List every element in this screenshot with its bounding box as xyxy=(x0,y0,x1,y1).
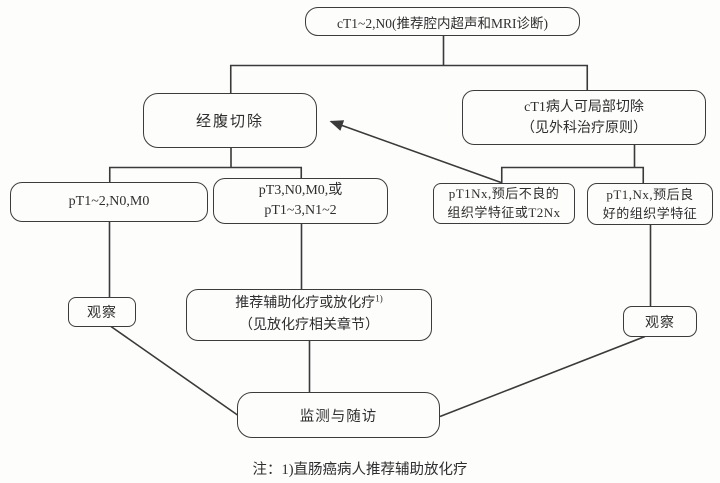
node-pt1nx-poor-line2: 组织学特征或T2Nx xyxy=(447,204,561,220)
node-adjuvant-chemoradiotherapy: 推荐辅助化疗或放化疗1) （见放化疗相关章节） xyxy=(186,289,432,341)
node-surveillance-followup: 监测与随访 xyxy=(237,392,440,438)
node-local-excision-line2: （见外科治疗原则） xyxy=(521,120,647,136)
node-observe-right-label: 观察 xyxy=(645,315,675,331)
connector-observeright-surveillance xyxy=(439,335,646,418)
node-observe-left: 观察 xyxy=(68,297,136,327)
connector-top-split xyxy=(229,35,589,93)
node-observe-left-label: 观察 xyxy=(87,306,117,321)
connector-local-split xyxy=(500,145,645,183)
node-observe-right: 观察 xyxy=(623,306,697,337)
node-pt1nx-good-histology: pT1,Nx,预后良 好的组织学特征 xyxy=(587,183,713,225)
node-pt3-line1: pT3,N0,M0,或 xyxy=(258,183,343,198)
node-surveillance-label: 监测与随访 xyxy=(299,408,378,425)
node-local-excision: cT1病人可局部切除 （见外科治疗原则） xyxy=(462,90,706,145)
node-ct12-n0-label: cT1~2,N0(推荐腔内超声和MRI诊断) xyxy=(337,15,548,31)
node-ct12-n0: cT1~2,N0(推荐腔内超声和MRI诊断) xyxy=(305,7,580,36)
node-pt3-line2: pT1~3,N1~2 xyxy=(264,203,337,218)
node-abdominal-resection: 经腹切除 xyxy=(143,93,317,148)
node-adjuvant-line1: 推荐辅助化疗或放化疗1) xyxy=(235,293,383,315)
footnote-text: 注：1)直肠癌病人推荐辅助放化疗 xyxy=(252,462,468,478)
node-adjuvant-line1-text: 推荐辅助化疗或放化疗 xyxy=(235,296,376,311)
node-pt1nx-poor-histology: pT1Nx,预后不良的 组织学特征或T2Nx xyxy=(433,183,575,224)
node-abdominal-resection-label: 经腹切除 xyxy=(195,114,264,130)
connector-abdominal-split xyxy=(108,148,303,182)
node-pt3-or-pt13: pT3,N0,M0,或 pT1~3,N1~2 xyxy=(213,178,388,224)
node-pt1nx-poor-line1: pT1Nx,预后不良的 xyxy=(448,186,560,201)
node-pt12-n0-m0: pT1~2,N0,M0 xyxy=(10,182,208,222)
node-adjuvant-footnote-ref: 1) xyxy=(375,293,383,304)
node-adjuvant-line2: （见放化疗相关章节） xyxy=(239,318,379,333)
node-local-excision-line1: cT1病人可局部切除 xyxy=(524,99,644,115)
connector-arrow-to-abdominal xyxy=(329,120,502,184)
node-pt1nx-good-line2: 好的组织学特征 xyxy=(602,206,698,221)
connector-observeleft-surveillance xyxy=(110,325,238,416)
node-pt1nx-good-line1: pT1,Nx,预后良 xyxy=(606,187,694,202)
node-pt12-n0-m0-label: pT1~2,N0,M0 xyxy=(68,194,150,209)
